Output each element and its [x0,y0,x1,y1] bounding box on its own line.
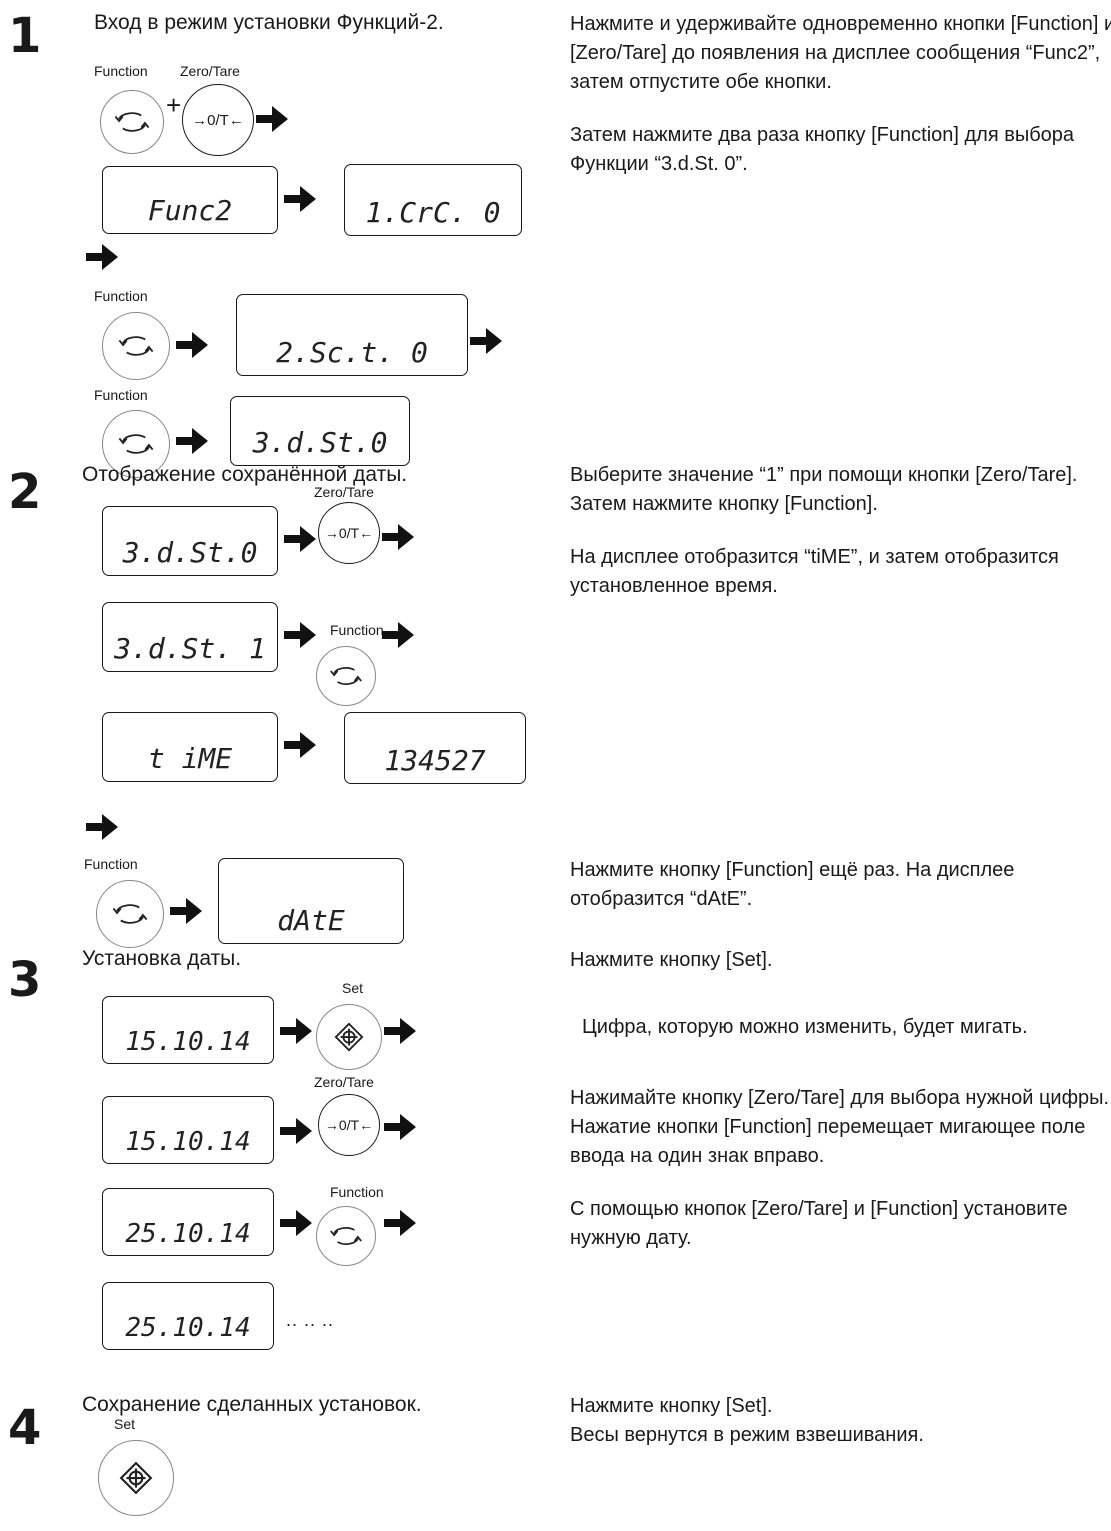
right-arrow-icon [256,106,288,132]
rotate-arrows-icon [113,110,151,134]
rotate-arrows-icon [329,1225,363,1247]
right-arrow-icon [284,732,316,758]
step-2-desc-2: Затем нажмите кнопку [Function]. [570,493,878,515]
step-3-desc-4: Нажатие кнопки [Function] перемещает миг… [570,1116,1086,1167]
display-sct: 2.Sc.t. 0 [236,294,468,376]
set-button[interactable] [316,1004,382,1070]
step-2-desc-extra: Нажмите кнопку [Function] ещё раз. На ди… [570,856,1111,914]
display-func2: Func2 [102,166,278,234]
right-arrow-icon [284,526,316,552]
zero-tare-icon: →0/T← [324,1117,374,1133]
step-3-description-more: Нажимайте кнопку [Zero/Tare] для выбора … [570,1084,1111,1253]
display-dst-1: 3.d.St. 1 [102,602,278,672]
right-arrow-icon [170,898,202,924]
zero-tare-button[interactable]: →0/T← [318,502,380,564]
step-1-desc-2: Затем нажмите два раза кнопку [Function]… [570,124,1075,175]
step-1-title: Вход в режим установки Функций-2. [94,11,444,34]
rotate-arrows-icon [111,902,149,926]
display-time-label: t iME [102,712,278,782]
display-dst-0: 3.d.St.0 [230,396,410,466]
step-3-desc-5: С помощью кнопок [Zero/Tare] и [Function… [570,1198,1068,1249]
function-button[interactable] [102,312,170,380]
step-1-description: Нажмите и удерживайте одновременно кнопк… [570,10,1111,179]
step-3-title: Установка даты. [82,947,242,970]
right-arrow-icon [176,428,208,454]
display-date-label: dAtE [218,858,404,944]
zero-tare-icon: →0/T← [324,525,374,541]
right-arrow-icon [382,524,414,550]
right-arrow-icon [470,328,502,354]
step-3-number: 3 [8,952,42,1008]
display-date-1: 15.10.14 [102,996,274,1064]
step-4-desc-1: Нажмите кнопку [Set]. [570,1395,773,1417]
step-2-title: Отображение сохранённой даты. [82,463,408,486]
set-label: Set [114,1416,136,1432]
right-arrow-icon [280,1210,312,1236]
plus-sign: + [166,90,182,120]
right-arrow-icon [384,1210,416,1236]
right-arrow-icon [284,186,316,212]
right-arrow-icon [382,622,414,648]
zero-tare-button[interactable]: →0/T← [318,1094,380,1156]
zero-tare-label: Zero/Tare [314,1074,374,1090]
function-label: Function [84,856,138,872]
right-arrow-icon [280,1018,312,1044]
step-1-number: 1 [8,8,42,64]
rotate-arrows-icon [117,432,155,456]
step-3-desc-3: Нажимайте кнопку [Zero/Tare] для выбора … [570,1087,1110,1109]
function-button[interactable] [316,1206,376,1266]
display-dst-0: 3.d.St.0 [102,506,278,576]
right-arrow-icon [384,1114,416,1140]
step-4-desc-2: Весы вернутся в режим взвешивания. [570,1424,924,1446]
step-2-number: 2 [8,464,42,520]
right-arrow-icon [86,814,118,840]
right-arrow-icon [176,332,208,358]
function-label: Function [330,1184,384,1200]
zero-tare-label: Zero/Tare [314,484,374,500]
function-label: Function [330,622,384,638]
step-2-desc-1: Выберите значение “1” при помощи кнопки … [570,464,1078,486]
step-1-desc-1: Нажмите и удерживайте одновременно кнопк… [570,13,1111,93]
function-label: Function [94,288,148,304]
step-4-number: 4 [8,1400,42,1456]
rotate-arrows-icon [329,665,363,687]
function-label: Function [94,63,148,79]
step-2-desc-3: На дисплее отобразится “tiME”, и затем о… [570,546,1059,597]
step-3-desc-2: Цифра, которую можно изменить, будет миг… [582,1016,1028,1038]
step-3-description: Нажмите кнопку [Set]. [570,946,1111,975]
set-button[interactable] [98,1440,174,1516]
set-label: Set [342,980,364,996]
step-4-description: Нажмите кнопку [Set]. Весы вернутся в ре… [570,1392,1111,1450]
function-button[interactable] [96,880,164,948]
step-2-desc-4: Нажмите кнопку [Function] ещё раз. На ди… [570,859,1015,910]
zero-tare-button[interactable]: →0/T← [182,84,254,156]
function-label: Function [94,387,148,403]
right-arrow-icon [86,244,118,270]
function-button[interactable] [100,90,164,154]
zero-tare-label: Zero/Tare [180,63,240,79]
diamond-target-icon [334,1022,364,1052]
diamond-target-icon [119,1461,153,1495]
display-crc: 1.CrC. 0 [344,164,522,236]
rotate-arrows-icon [117,334,155,358]
function-button[interactable] [102,410,170,478]
step-2-description: Выберите значение “1” при помощи кнопки … [570,461,1111,601]
display-date-2: 15.10.14 [102,1096,274,1164]
display-date-3: 25.10.14 [102,1188,274,1256]
right-arrow-icon [280,1118,312,1144]
function-button[interactable] [316,646,376,706]
zero-tare-icon: →0/T← [192,111,244,129]
ellipsis: .. .. .. [286,1310,335,1330]
display-date-4: 25.10.14 [102,1282,274,1350]
right-arrow-icon [384,1018,416,1044]
right-arrow-icon [284,622,316,648]
display-time-value: 134527 [344,712,526,784]
step-4-title: Сохранение сделанных установок. [82,1393,422,1416]
step-3-desc-1: Нажмите кнопку [Set]. [570,949,773,971]
